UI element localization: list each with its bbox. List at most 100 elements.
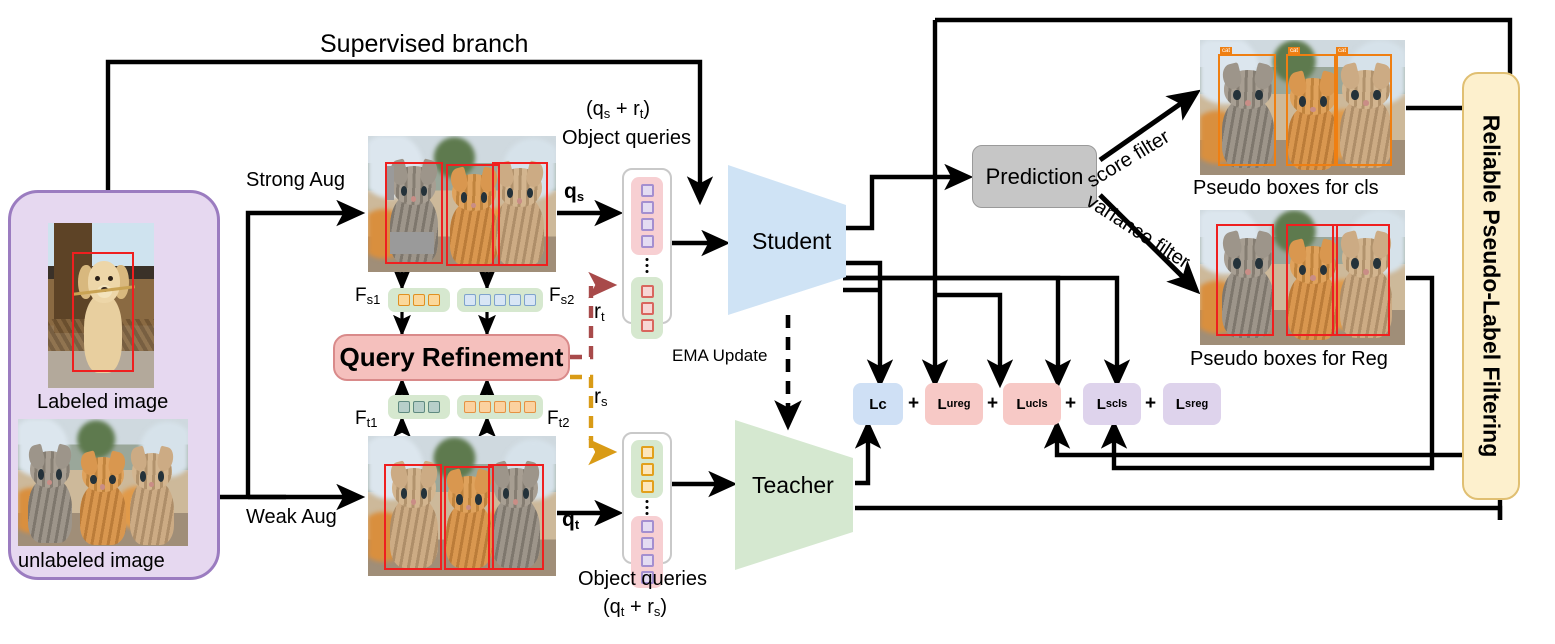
pseudo-cls-box-2: cat [1286,47,1338,166]
token [524,401,536,413]
weak-aug-box-3 [488,464,544,570]
loss-lc-base: Lc [869,395,887,413]
student-model-label[interactable]: Student [752,228,832,254]
reliable-pseudo-label-filtering-box[interactable]: Reliable Pseudo-Label Filtering [1462,72,1520,500]
loss-lu-cls-base: L [1016,395,1026,413]
token [413,401,425,413]
weak-aug-label: Weak Aug [246,506,337,528]
qs-label: qs [564,180,584,204]
fs2-label: Fs2 [549,285,574,307]
query-slot [640,462,654,476]
fs1-token-strip [388,288,450,312]
qt-label: qt [562,508,579,532]
object-queries-column-bottom [622,432,672,588]
query-slot [640,445,654,459]
query-slot [640,218,654,231]
loss-ls-reg-sup: reg [1191,398,1209,410]
query-group-qt [631,516,663,588]
filtering-box-label: Reliable Pseudo-Label Filtering [1478,114,1505,458]
query-slot [640,479,654,493]
oq-bot-end: ) [660,596,668,618]
occlusion-patch-1 [386,166,394,200]
top-object-queries-title-line1: (qs + rt) [586,98,650,121]
qt-sub: t [574,517,580,532]
query-ellipsis [645,258,649,273]
qs-sub: s [576,189,585,204]
loss-ls-reg-sub: s [1184,398,1192,410]
plus-sign-1: + [908,393,920,414]
query-group-rs [631,440,663,498]
query-slot [640,554,654,567]
fs2-token-strip [457,288,543,312]
ft2-base: F [547,408,559,429]
token [509,401,521,413]
loss-lu-cls-sub: u [1025,398,1033,410]
labeled-image-photo [48,223,154,388]
pseudo-cls-box-1: cat [1218,47,1276,166]
query-group-qs [631,177,663,255]
query-slot [640,284,654,298]
fs1-base: F [355,285,367,306]
pseudo-reg-box-1 [1216,224,1274,336]
plus-sign-3: + [1065,393,1077,414]
token [398,401,410,413]
token [398,294,410,306]
oq-top-end: ) [643,98,651,120]
oq-bot-a: (q [603,596,621,618]
student-model-shape [728,165,846,315]
qt-base: q [562,508,575,531]
weak-aug-box-2 [444,466,494,570]
strong-aug-box-3 [492,162,548,266]
query-slot [640,520,654,533]
ft2-token-strip [457,395,543,419]
labeled-image-caption: Labeled image [37,391,169,413]
query-refinement-box[interactable]: Query Refinement [333,334,570,381]
ft2-label: Ft2 [547,408,569,430]
qs-base: q [564,180,577,203]
bottom-object-queries-title-line2: (qt + rs) [603,596,667,619]
query-group-rt [631,277,663,339]
ft1-token-strip [388,395,450,419]
token [509,294,521,306]
teacher-model-shape [735,420,853,570]
rt-label: rt [594,300,605,324]
teacher-model-label[interactable]: Teacher [752,472,834,498]
prediction-box[interactable]: Prediction [972,145,1097,208]
gt-box-dog [72,252,134,372]
strong-augmented-image [368,136,556,272]
pseudo-reg-image [1200,210,1405,345]
pseudo-reg-caption: Pseudo boxes for Reg [1190,348,1388,370]
plus-sign-4: + [1145,393,1157,414]
fs2-sub: s2 [560,292,575,307]
query-slot [640,201,654,214]
object-queries-column-top [622,168,672,339]
oq-bot-sub1: t [620,604,625,619]
supervised-branch-label: Supervised branch [320,30,529,58]
pseudo-cls-image: cat cat cat [1200,40,1405,175]
loss-box-lc: Lc [853,383,903,425]
loss-lu-cls-sup: cls [1032,398,1048,410]
loss-ls-reg-base: L [1175,395,1185,413]
loss-ls-cls-base: L [1096,395,1106,413]
rs-sub: s [601,394,608,409]
oq-top-sub2: t [639,106,644,121]
token [479,401,491,413]
pseudo-cls-tag: cat [1288,47,1301,56]
strong-aug-box-1 [385,162,443,264]
token [413,294,425,306]
fs1-label: Fs1 [355,285,380,307]
query-ellipsis [645,500,649,515]
oq-top-mid: + r [610,98,640,120]
ft1-label: Ft1 [355,408,377,430]
query-slot [640,537,654,550]
fs2-base: F [549,285,561,306]
pseudo-cls-caption: Pseudo boxes for cls [1193,177,1379,199]
oq-bot-sub2: s [653,604,661,619]
top-object-queries-title-line2: Object queries [562,127,691,149]
occlusion-patch-2 [390,232,434,254]
strong-aug-label: Strong Aug [246,169,345,191]
rt-sub: t [601,309,605,324]
